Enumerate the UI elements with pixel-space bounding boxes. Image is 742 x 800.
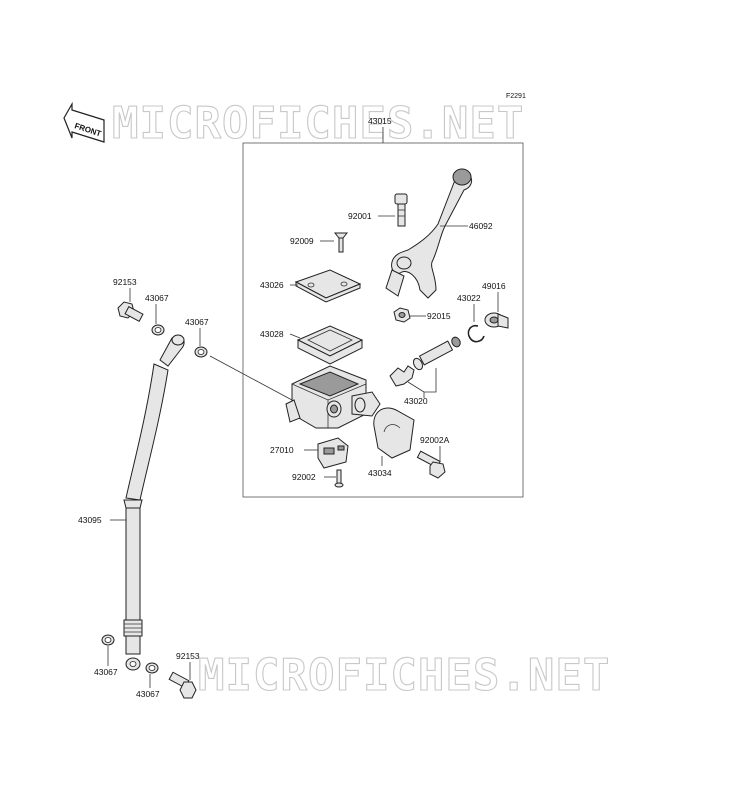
- bolt-92001-part: [394, 193, 408, 227]
- label-43067-d: 43067: [136, 689, 160, 699]
- label-92153-top: 92153: [113, 277, 137, 287]
- label-43026: 43026: [260, 280, 284, 290]
- screw-92002-part: [334, 469, 344, 488]
- washer-a-part: [151, 324, 165, 336]
- diaphragm-part: [296, 325, 364, 365]
- label-92015: 92015: [427, 311, 451, 321]
- label-43067-a: 43067: [145, 293, 169, 303]
- label-92002: 92002: [292, 472, 316, 482]
- banjo-bolt-top-part: [117, 301, 144, 322]
- brake-hose-part: [123, 334, 185, 671]
- washer-d-part: [145, 662, 159, 674]
- bushing-49016-part: [484, 312, 509, 329]
- washer-c-part: [101, 634, 115, 646]
- label-43015: 43015: [368, 116, 392, 126]
- label-92002a: 92002A: [420, 435, 450, 445]
- watermark-top: MICROFICHES.NET: [112, 98, 524, 149]
- label-92009: 92009: [290, 236, 314, 246]
- label-49016: 49016: [482, 281, 506, 291]
- label-92001: 92001: [348, 211, 372, 221]
- washer-b-part: [194, 346, 208, 358]
- label-43020: 43020: [404, 396, 428, 406]
- diagram-code: F2291: [506, 93, 526, 100]
- reservoir-cap-part: [294, 269, 362, 303]
- brake-switch-part: [317, 437, 349, 469]
- clamp-43034-part: [373, 407, 415, 459]
- front-arrow-icon: FRONT: [63, 101, 105, 143]
- label-43067-c: 43067: [94, 667, 118, 677]
- bolt-92002a-part: [416, 450, 446, 479]
- label-27010: 27010: [270, 445, 294, 455]
- label-43095: 43095: [78, 515, 102, 525]
- clip-43022-part: [467, 324, 485, 343]
- label-46092: 46092: [469, 221, 493, 231]
- screw-92009-part: [333, 232, 349, 253]
- watermark-bottom: MICROFICHES.NET: [198, 650, 610, 701]
- brake-lever-part: [385, 168, 473, 299]
- master-cylinder-part: [285, 365, 381, 429]
- label-92153-bottom: 92153: [176, 651, 200, 661]
- label-43067-b: 43067: [185, 317, 209, 327]
- banjo-bolt-bottom-part: [168, 671, 197, 699]
- label-43028: 43028: [260, 329, 284, 339]
- label-43022: 43022: [457, 293, 481, 303]
- label-43034: 43034: [368, 468, 392, 478]
- nut-92015-part: [393, 307, 411, 323]
- piston-set-part: [389, 336, 461, 387]
